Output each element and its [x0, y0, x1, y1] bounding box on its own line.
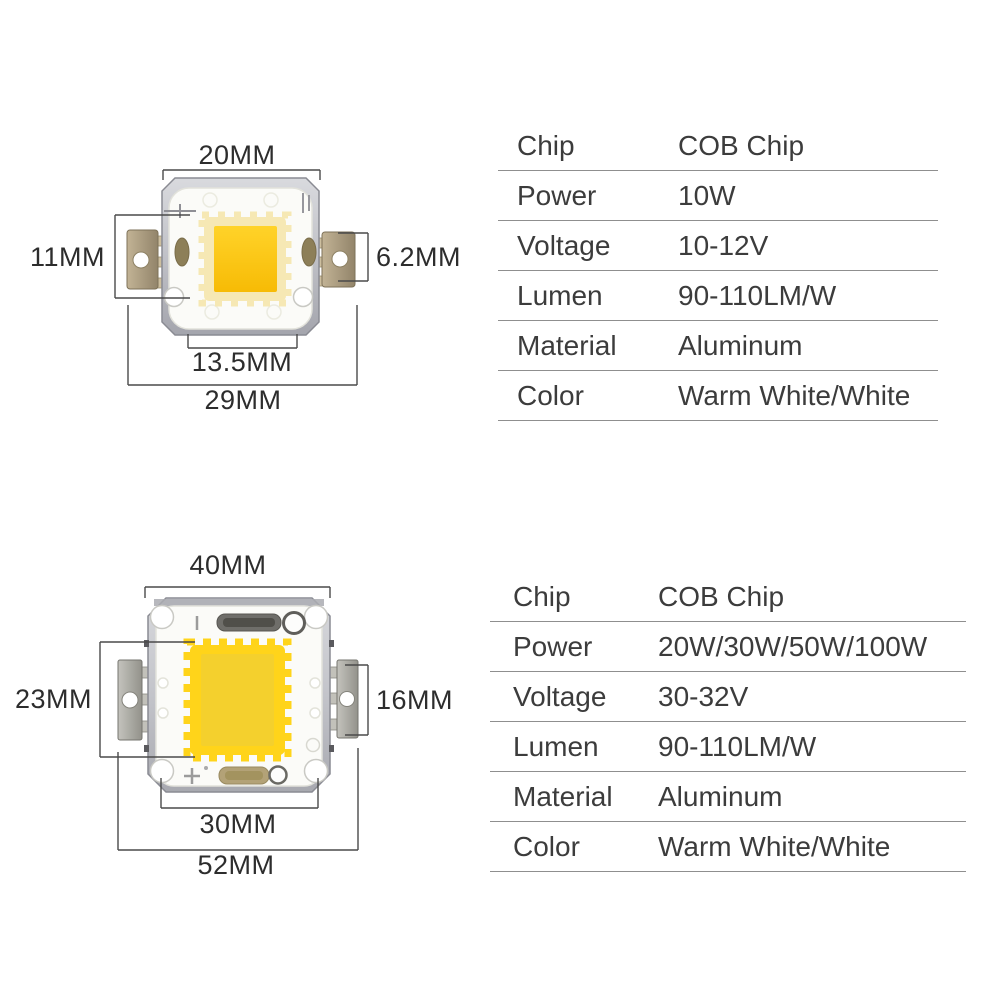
bottom-ring-hole — [268, 765, 288, 785]
spec-table-10w: Chip COB Chip Power 10W Voltage 10-12V L… — [498, 121, 938, 421]
led-emitter — [198, 211, 292, 307]
dim-label-inner-width: 30MM — [199, 809, 276, 839]
spec-label: Power — [513, 630, 593, 662]
spec-value: 90-110LM/W — [658, 730, 817, 762]
plate-top-edge — [154, 599, 324, 606]
mounting-hole — [149, 758, 175, 784]
spec-value: 30-32V — [658, 680, 749, 712]
mounting-hole — [292, 286, 314, 308]
spec-table-high-power: Chip COB Chip Power 20W/30W/50W/100W Vol… — [490, 572, 966, 872]
dim-line-total-width — [117, 748, 359, 851]
spec-row: Material Aluminum — [498, 321, 938, 371]
spec-label: Lumen — [517, 279, 603, 311]
spec-value: Warm White/White — [678, 379, 911, 411]
dim-line-inner-width — [187, 334, 298, 349]
spec-value: 10-12V — [678, 229, 769, 261]
led-chip-high-power-photo — [117, 597, 359, 793]
spec-label: Chip — [513, 580, 571, 612]
spec-label: Lumen — [513, 730, 599, 762]
terminal-hole — [331, 250, 349, 268]
led-chip-10w-photo — [126, 177, 356, 336]
chip-diagram-high-power: 40MM 23MM 16MM 30MM 52MM — [15, 550, 453, 880]
spec-row: Chip COB Chip — [498, 121, 938, 171]
spec-row: Power 10W — [498, 171, 938, 221]
dim-label-terminal-height: 6.2MM — [376, 242, 461, 272]
side-dot — [157, 677, 169, 689]
spec-label: Chip — [517, 129, 575, 161]
spec-value: COB Chip — [678, 129, 805, 161]
spec-value: Aluminum — [658, 780, 783, 812]
terminal-hole — [121, 691, 139, 709]
terminal-hole — [339, 691, 355, 707]
edge-nub — [329, 640, 334, 647]
dim-line-total-width — [127, 305, 358, 386]
dim-line-left-height — [114, 214, 190, 299]
dim-label-top-width: 40MM — [189, 550, 266, 580]
dim-line-inner-width — [160, 778, 319, 809]
spec-label: Material — [517, 329, 617, 361]
edge-nub — [144, 640, 149, 647]
top-ring-hole — [282, 611, 306, 635]
solder-slot — [174, 237, 190, 267]
guide-circle — [202, 192, 218, 208]
spec-row: Color Warm White/White — [490, 822, 966, 872]
dim-label-top-width: 20MM — [198, 140, 275, 170]
dim-line-top-width — [144, 586, 331, 598]
spec-label: Color — [513, 830, 580, 862]
spec-label: Color — [517, 379, 584, 411]
spec-row: Lumen 90-110LM/W — [490, 722, 966, 772]
dim-label-total-width: 52MM — [197, 850, 274, 880]
spec-row: Chip COB Chip — [490, 572, 966, 622]
side-dot — [157, 707, 169, 719]
chip-diagram-10w: 20MM 11MM 6.2MM 13.5MM 29MM — [30, 140, 461, 415]
dim-line-terminal-height — [338, 232, 369, 282]
mounting-hole — [303, 758, 329, 784]
spec-value: 10W — [678, 179, 736, 211]
spec-row: Voltage 10-12V — [498, 221, 938, 271]
dim-label-left-height: 11MM — [30, 242, 105, 272]
dim-label-total-width: 29MM — [204, 385, 281, 415]
top-slot — [216, 613, 282, 632]
spec-label: Material — [513, 780, 613, 812]
dim-line-top-width — [162, 169, 321, 180]
bottom-slot — [218, 766, 270, 785]
spec-value: Aluminum — [678, 329, 803, 361]
mounting-hole — [163, 286, 185, 308]
spec-label: Voltage — [513, 680, 607, 712]
spec-row: Lumen 90-110LM/W — [498, 271, 938, 321]
dim-label-inner-width: 13.5MM — [192, 347, 293, 377]
edge-nub — [144, 745, 149, 752]
dim-line-left-height — [99, 641, 195, 758]
spec-row: Color Warm White/White — [498, 371, 938, 421]
guide-circle — [266, 304, 282, 320]
edge-nub — [329, 745, 334, 752]
dim-label-left-height: 23MM — [15, 684, 92, 714]
spec-row: Power 20W/30W/50W/100W — [490, 622, 966, 672]
side-dot — [309, 677, 321, 689]
solder-slot — [301, 237, 317, 267]
spec-value: COB Chip — [658, 580, 785, 612]
guide-circle — [204, 304, 220, 320]
right-terminal — [323, 659, 359, 739]
spec-label: Voltage — [517, 229, 611, 261]
side-dot — [309, 707, 321, 719]
spec-value: 90-110LM/W — [678, 279, 837, 311]
left-terminal — [117, 659, 155, 741]
led-emitter — [183, 638, 292, 762]
dim-line-terminal-height — [345, 664, 369, 736]
spec-value: 20W/30W/50W/100W — [658, 630, 928, 662]
spec-label: Power — [517, 179, 597, 211]
plus-polarity-mark — [184, 768, 200, 784]
guide-circle — [263, 192, 279, 208]
mounting-hole — [149, 604, 175, 630]
spec-row: Material Aluminum — [490, 772, 966, 822]
spec-value: Warm White/White — [658, 830, 891, 862]
spec-row: Voltage 30-32V — [490, 672, 966, 722]
dim-label-terminal-height: 16MM — [376, 685, 453, 715]
minus-polarity-mark — [302, 193, 310, 213]
mounting-hole — [303, 604, 329, 630]
terminal-hole — [132, 251, 150, 269]
polarity-dot — [204, 766, 208, 770]
guide-circle — [305, 737, 321, 753]
